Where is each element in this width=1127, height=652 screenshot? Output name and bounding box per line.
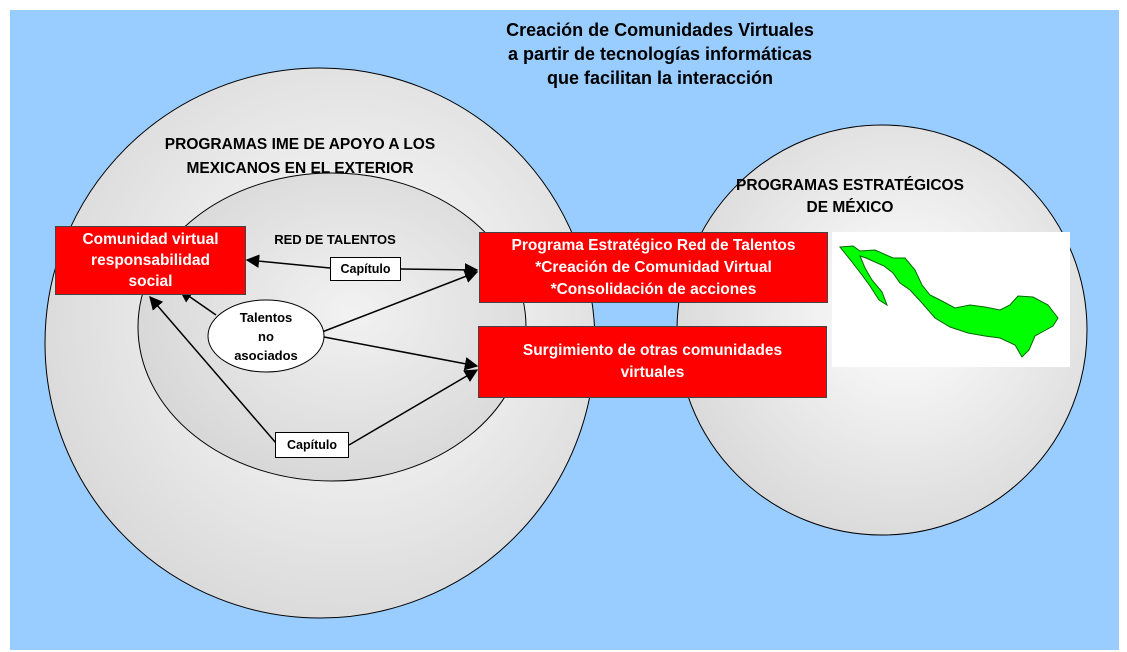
arrow-capitulo2-to-surgimiento: [348, 369, 479, 446]
surgimiento-box: Surgimiento de otras comunidades virtual…: [478, 326, 827, 398]
ime-programs-label: PROGRAMAS IME DE APOYO A LOS MEXICANOS E…: [164, 136, 436, 177]
mexico-programs-label: PROGRAMAS ESTRATÉGICOS DE MÉXICO: [736, 177, 964, 216]
talentos-no-asociados-label: Talentos no asociados: [234, 309, 298, 363]
talentos-oval: [207, 299, 325, 373]
comunidad-virtual-box: Comunidad virtual responsabilidad social: [55, 226, 246, 295]
arrow-capitulo2-to-comunidad: [149, 295, 277, 444]
capitulo-box-bottom: Capítulo: [275, 432, 349, 458]
arrow-capitulo-to-comunidad: [245, 254, 331, 269]
arrow-talentos-to-surgimiento: [323, 336, 479, 371]
capitulo-box-top: Capítulo: [330, 257, 401, 281]
diagram-title: Creación de Comunidades Virtuales a part…: [506, 20, 814, 88]
programa-estrategico-box: Programa Estratégico Red de Talentos *Cr…: [479, 232, 828, 303]
arrow-talentos-to-programa: [321, 270, 479, 333]
mexico-map: [839, 245, 1059, 358]
arrow-capitulo-to-programa: [400, 263, 479, 277]
red-talentos-label: RED DE TALENTOS: [274, 232, 396, 247]
